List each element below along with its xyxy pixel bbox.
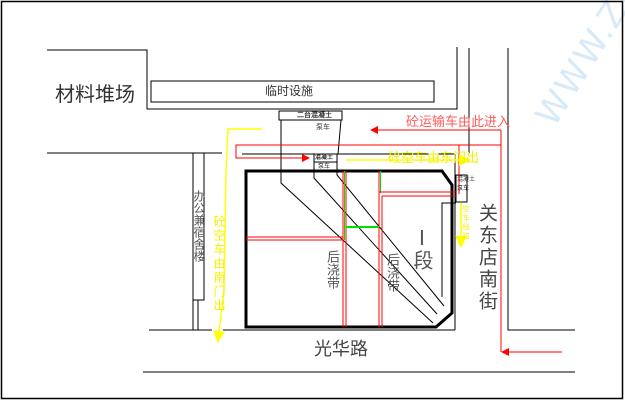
- east-road-edge: [507, 48, 575, 331]
- east-exit-label: 砼空车由东门出: [388, 151, 480, 166]
- pump-truck-1: [278, 110, 343, 121]
- pump-truck-3: [455, 174, 468, 203]
- pump-2-boom: [313, 154, 438, 315]
- temp-facilities-box: [150, 80, 435, 103]
- pump-2-label: 混凝土: [315, 154, 334, 161]
- north-road-edge: [47, 47, 458, 110]
- building-outline: [244, 169, 454, 329]
- temp-facilities-label: 临时设施: [265, 84, 314, 98]
- south-road-label: 光华路: [314, 339, 368, 360]
- south-exit-route: [213, 128, 262, 343]
- pump-3-label-2: 泵车: [457, 185, 470, 192]
- south-exit-label: 砼空车由南门出: [212, 215, 226, 313]
- material-yard-label: 材料堆场: [55, 82, 135, 106]
- pump-3-label: 混凝土: [457, 176, 476, 183]
- pump-3-boom: [441, 202, 456, 297]
- pump-2-label-2: 泵车: [318, 163, 331, 170]
- pump-2-boom: [336, 154, 445, 307]
- pump-route: [235, 144, 501, 162]
- pump-1-label: 二台混凝土: [297, 111, 332, 119]
- pump-1-boom: [337, 119, 342, 155]
- post-cast-strip-label-1: 后浇带: [324, 250, 339, 289]
- pump-1-label-2: 泵车: [316, 123, 330, 131]
- east-road-label: 关东店南街: [476, 203, 498, 313]
- truck-entry-label: 砼运输车由此进入: [406, 115, 511, 130]
- office-dorm-label: 办公兼宿舍楼: [192, 190, 206, 262]
- empty-route-label: 空车线路: [462, 205, 470, 241]
- post-cast-strip-label-2: 后浇带: [384, 253, 399, 292]
- section-label: I段: [410, 226, 434, 270]
